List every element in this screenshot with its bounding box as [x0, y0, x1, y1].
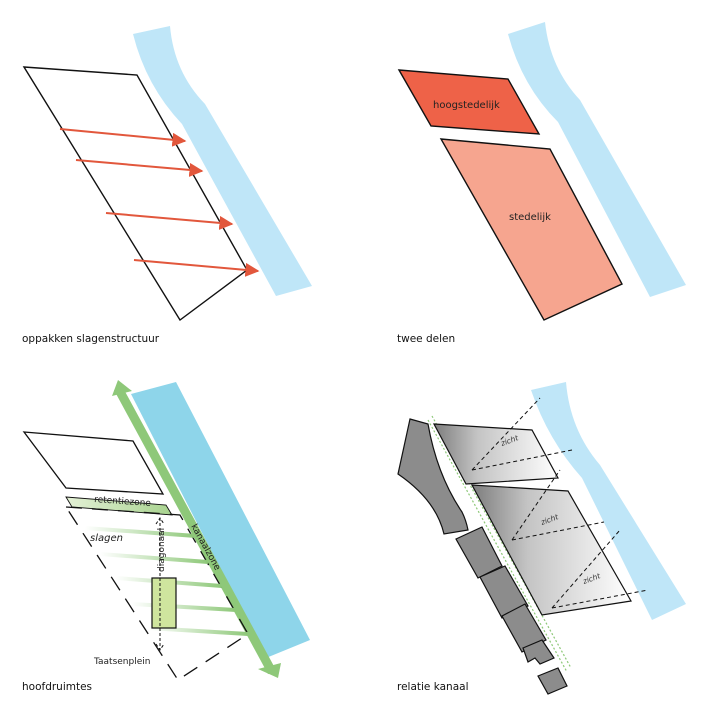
plot-outline: [22, 66, 248, 322]
slag-arrow: [133, 259, 260, 277]
label-slagen: slagen: [90, 533, 123, 544]
kanaalzone-arrowhead-bottom: [258, 663, 281, 678]
label-taatsenplein: Taatsenplein: [93, 657, 150, 667]
zone-hoogstedelijk: [397, 69, 541, 135]
building-upper: [432, 423, 559, 485]
plot-lower: [64, 506, 249, 681]
label-diagonaal: diagonaal: [157, 528, 167, 572]
slag-band: [99, 552, 209, 564]
caption-relatie-kanaal: relatie kanaal: [397, 681, 469, 693]
building-block: [501, 603, 547, 653]
slag-band: [147, 626, 249, 636]
water-channel: [133, 26, 312, 296]
caption-twee-delen: twee delen: [397, 333, 455, 345]
zone-stedelijk: [439, 138, 623, 321]
building-block: [522, 639, 555, 665]
water-channel: [531, 382, 686, 620]
slag-band: [84, 526, 197, 538]
slag-arrow: [75, 159, 204, 177]
panel-relatie-kanaal: zicht zicht zicht relatie kanaal: [397, 382, 686, 695]
slag-band: [131, 602, 237, 612]
building-block: [479, 565, 529, 619]
panel-twee-delen: hoogstedelijk stedelijk twee delen: [397, 22, 686, 345]
label-hoogstedelijk: hoogstedelijk: [433, 100, 500, 111]
kanaalzone-strip: [114, 385, 276, 675]
panel-hoofdruimtes: retentiezone kanaalzone slagen diagonaal…: [22, 380, 310, 693]
building-block: [537, 667, 568, 695]
caption-hoofdruimtes: hoofdruimtes: [22, 681, 92, 693]
label-stedelijk: stedelijk: [509, 212, 551, 223]
zicht-lines: [471, 397, 649, 609]
plot-upper: [22, 431, 165, 495]
building-block: [455, 526, 503, 579]
slag-arrow: [105, 212, 234, 230]
taatsenplein-square: [151, 577, 177, 629]
slag-arrow: [59, 128, 187, 147]
caption-oppakken: oppakken slagenstructuur: [22, 333, 160, 345]
label-retentiezone: retentiezone: [94, 495, 152, 509]
water-channel: [508, 22, 686, 297]
kanaalzone-arrowhead-top: [112, 380, 132, 396]
kanaal-water: [131, 382, 310, 658]
building-lower: [470, 484, 632, 616]
panel-oppakken-slagenstructuur: oppakken slagenstructuur: [22, 26, 312, 345]
diagonaal-line: [155, 517, 165, 651]
building-curved: [397, 418, 469, 535]
